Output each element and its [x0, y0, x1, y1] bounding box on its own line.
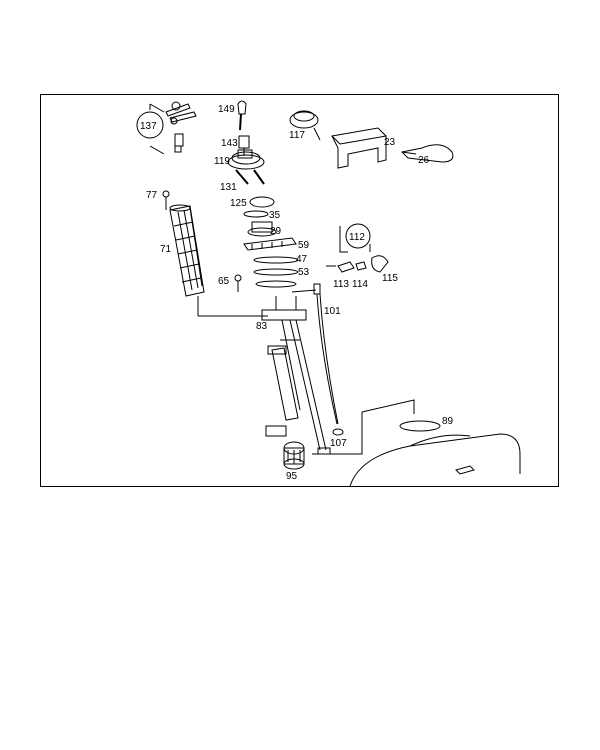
- callout-71: 71: [160, 244, 172, 255]
- callout-107: 107: [330, 438, 347, 449]
- callout-29: 29: [270, 226, 282, 237]
- callout-35: 35: [269, 210, 281, 221]
- callout-83: 83: [256, 321, 268, 332]
- callout-23: 23: [384, 137, 396, 148]
- ring-59-part: [243, 237, 297, 251]
- sender-unit-83: [261, 296, 331, 455]
- callout-137: 137: [140, 121, 157, 132]
- lock-cylinder-part: [238, 135, 250, 156]
- callout-47: 47: [296, 254, 308, 265]
- callout-77: 77: [146, 190, 158, 201]
- group-112-marker: [345, 223, 371, 249]
- clamp-part: [400, 144, 454, 163]
- callout-89: 89: [442, 416, 454, 427]
- diagram-frame: [40, 94, 559, 487]
- callout-65: 65: [218, 276, 230, 287]
- callout-95: 95: [286, 471, 298, 482]
- callout-117: 117: [289, 130, 305, 141]
- o-ring-125: [249, 196, 275, 208]
- cap-117-part: [289, 110, 321, 141]
- screw-77-part: [162, 190, 170, 210]
- gasket-47: [253, 256, 299, 264]
- callout-112: 112: [349, 232, 365, 243]
- callout-115: 115: [382, 273, 398, 284]
- callout-26: 26: [418, 155, 430, 166]
- cable-101-part: [313, 283, 339, 425]
- callout-53: 53: [298, 267, 310, 278]
- sensor-group-112: [326, 226, 389, 273]
- screw-65-part: [234, 274, 242, 292]
- bracket-part: [331, 127, 387, 169]
- callout-114: 114: [352, 279, 368, 290]
- callout-101: 101: [324, 306, 341, 317]
- strainer-part: [169, 204, 205, 297]
- callout-149: 149: [218, 104, 235, 115]
- callout-131: 131: [220, 182, 237, 193]
- seal-107: [332, 428, 344, 436]
- callout-143: 143: [221, 138, 238, 149]
- seal-35: [243, 210, 269, 218]
- tank-part: [312, 399, 521, 487]
- callout-125: 125: [230, 198, 247, 209]
- flange-29-part: [247, 221, 277, 237]
- callout-119: 119: [214, 156, 230, 167]
- key-part: [237, 100, 247, 131]
- callout-59: 59: [298, 240, 310, 251]
- ring-53: [253, 268, 299, 276]
- filler-cap-part: [227, 149, 265, 170]
- callout-113: 113: [333, 279, 349, 290]
- pump-95-part: [283, 441, 305, 470]
- key-set-part: [149, 101, 197, 155]
- group-137-marker: [136, 111, 164, 139]
